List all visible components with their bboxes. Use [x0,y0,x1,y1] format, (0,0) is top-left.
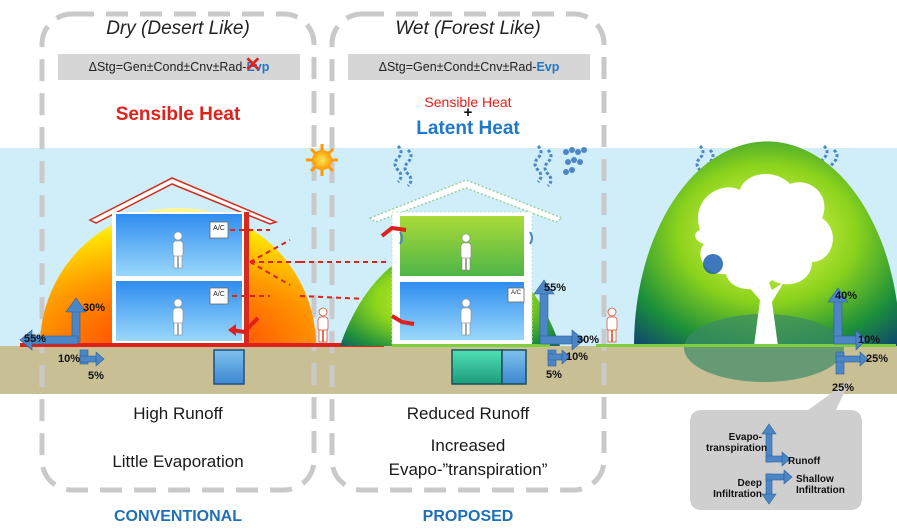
sensible-heat-label: Sensible Heat [115,104,241,125]
ac-label-lower: A/C [213,291,225,298]
legend-bubble [690,380,862,510]
proposed-house [368,179,564,347]
conventional-label: CONVENTIONAL [114,508,242,525]
plus-sign: + [463,104,473,121]
forest-runoff-percent: 10% [858,334,881,346]
wet-caption-runoff: Reduced Runoff [406,404,530,423]
legend-deep-infiltration: Deep Infiltration [713,478,762,500]
wet-evap-percent: 55% [544,282,567,294]
forest-deep-percent: 25% [832,382,855,394]
tree-icon [695,173,833,346]
dry-evp-crossed: Evp✕ [244,55,270,75]
dry-runoff-percent: 55% [24,333,47,345]
dry-caption-evaporation: Little Evaporation [112,452,244,471]
legend-shallow-infiltration: Shallow Infiltration [796,474,845,496]
wet-evp-label: Evp [536,60,560,74]
dry-storage-tank [213,349,245,385]
sensible-heat-small-label: Sensible Heat [424,94,512,110]
wet-caption-increased: Increased [430,436,506,455]
wet-equation-text: ΔStg=Gen±Cond±Cnv±Rad- [378,60,537,74]
wet-panel-border [329,11,607,493]
dry-equation: ΔStg=Gen±Cond±Cnv±Rad-Evp✕ [58,54,300,80]
dry-deep-percent: 5% [88,370,104,382]
legend-evapotranspiration: Evapo- transpiration [706,432,768,454]
dry-panel-title: Dry (Desert Like) [106,18,250,39]
conventional-house [88,177,279,346]
wet-shallow-percent: 10% [566,351,589,363]
dry-shallow-percent: 10% [58,353,81,365]
forest-evap-percent: 40% [835,290,858,302]
ac-label-proposed: A/C [510,290,521,296]
forest-shallow-percent: 25% [866,353,889,365]
sun-icon [306,144,338,176]
wet-caption-transpiration: Evapo-”transpiration” [388,460,548,479]
proposed-label: PROPOSED [422,508,514,525]
latent-heat-label: Latent Heat [416,118,520,139]
dry-panel-border [39,11,317,493]
water-molecules-icon [563,147,587,175]
dry-evp-label: Evp [246,60,270,74]
dry-equation-text: ΔStg=Gen±Cond±Cnv±Rad- [88,60,247,74]
wet-deep-percent: 5% [546,369,562,381]
wet-storage-tank [451,349,503,385]
dry-caption-runoff: High Runoff [133,404,223,423]
cross-icon: ✕ [244,54,262,76]
wet-panel-title: Wet (Forest Like) [395,18,541,39]
legend-runoff: Runoff [788,456,821,467]
dry-evap-percent: 30% [83,302,106,314]
wet-runoff-percent: 30% [577,334,600,346]
ac-label-upper: A/C [213,225,225,232]
wet-equation: ΔStg=Gen±Cond±Cnv±Rad-Evp [348,54,590,80]
